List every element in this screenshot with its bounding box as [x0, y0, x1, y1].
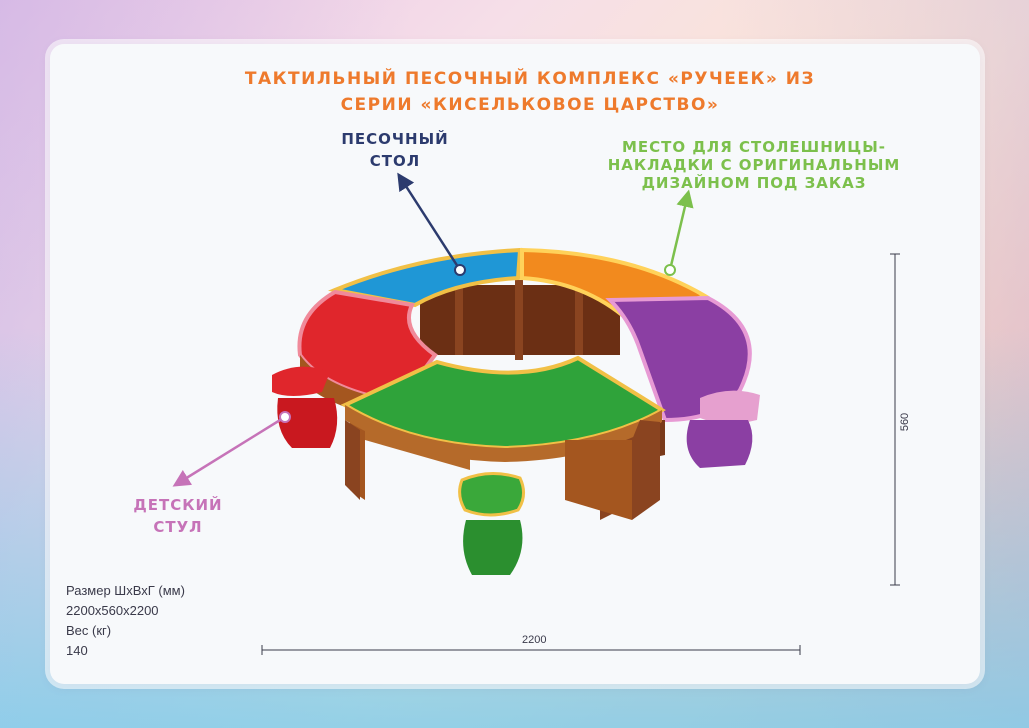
width-dimension-line: [261, 645, 801, 655]
size-label: Размер ШхВхГ (мм): [66, 583, 185, 598]
chair-right: [686, 390, 760, 468]
chair-front: [458, 472, 525, 575]
sand-table-label: ПЕСОЧНЫЙ СТОЛ: [341, 130, 449, 170]
content-card: [50, 44, 980, 684]
tabletop-arrow: [668, 189, 694, 271]
sand-table-pointer: [454, 264, 466, 276]
chair-label: ДЕТСКИЙ СТУЛ: [133, 496, 223, 536]
segment-green: [340, 355, 666, 520]
sand-table-arrow: [397, 172, 462, 271]
segment-blue: [327, 247, 523, 308]
chair-pointer: [279, 411, 291, 423]
width-dimension-label: 2200: [522, 634, 547, 646]
weight-label: Вес (кг): [66, 623, 112, 638]
size-value: 2200x560x2200: [66, 603, 159, 618]
height-dimension-line: [890, 253, 900, 586]
chair-left: [272, 366, 338, 448]
page-title: ТАКТИЛЬНЫЙ ПЕСОЧНЫЙ КОМПЛЕКС «РУЧЕЕК» ИЗ…: [244, 69, 816, 115]
specs-block: Размер ШхВхГ (мм) 2200x560x2200 Вес (кг)…: [66, 581, 185, 661]
tabletop-label: МЕСТО ДЛЯ СТОЛЕШНИЦЫ-НАКЛАДКИ С ОРИГИНАЛ…: [607, 138, 901, 192]
chair-arrow: [172, 415, 286, 487]
height-dimension-label: 560: [899, 412, 912, 432]
weight-value: 140: [66, 643, 88, 658]
tabletop-pointer: [664, 264, 676, 276]
